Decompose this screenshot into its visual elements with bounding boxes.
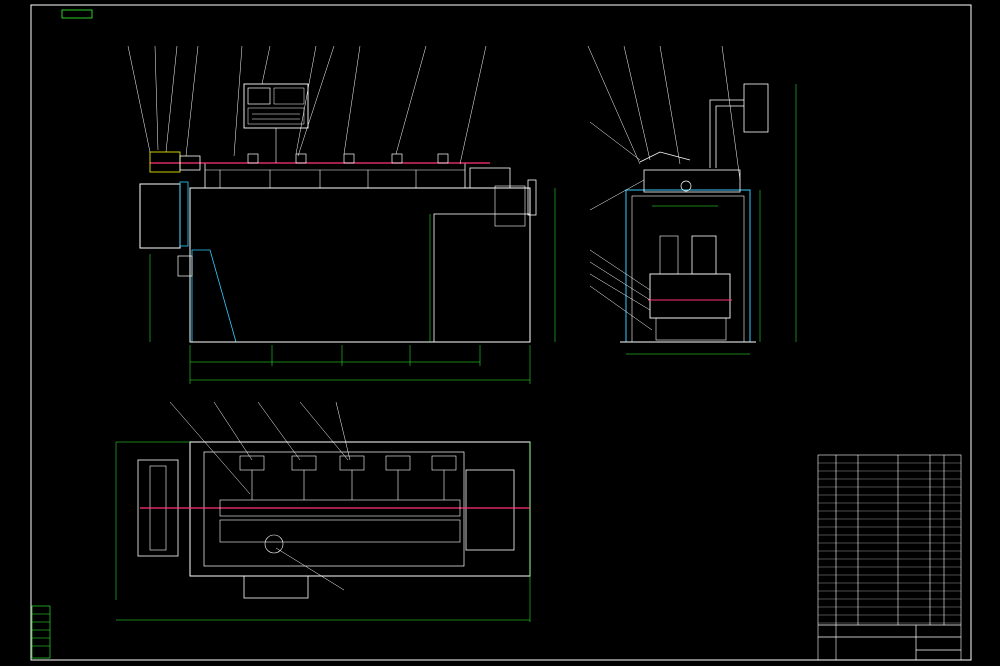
- front-dimensions: [149, 188, 556, 384]
- control-panel: [243, 83, 309, 129]
- work-rail: [204, 162, 466, 189]
- top-callouts: [169, 401, 351, 591]
- side-motor: [649, 273, 731, 319]
- side-cabinet: [743, 83, 769, 133]
- top-clamp-units: [219, 455, 461, 554]
- front-callouts: [127, 45, 487, 165]
- main-frame: [189, 187, 531, 343]
- revision-stamp: [31, 605, 51, 659]
- parts-list-rows: [818, 462, 961, 624]
- front-view: [127, 45, 556, 384]
- clamp-units: [247, 153, 449, 164]
- title-block: [818, 624, 961, 660]
- tailstock: [469, 167, 511, 189]
- sheet-code-box: [61, 9, 93, 19]
- left-guard: [179, 181, 237, 343]
- top-frame: [189, 441, 531, 577]
- top-view: [115, 401, 531, 622]
- side-guard-frame: [625, 189, 751, 343]
- sheet-frame: [30, 4, 972, 661]
- parts-list: [817, 454, 962, 661]
- side-clamp-head: [643, 169, 741, 193]
- top-dimensions: [115, 441, 531, 622]
- side-view: [587, 45, 797, 355]
- electrical-cabinet: [433, 213, 531, 343]
- control-screen: [247, 87, 271, 105]
- side-dimensions: [626, 84, 797, 355]
- drive-motor-housing: [139, 183, 181, 249]
- headstock: [149, 151, 181, 173]
- side-callouts: [587, 45, 741, 331]
